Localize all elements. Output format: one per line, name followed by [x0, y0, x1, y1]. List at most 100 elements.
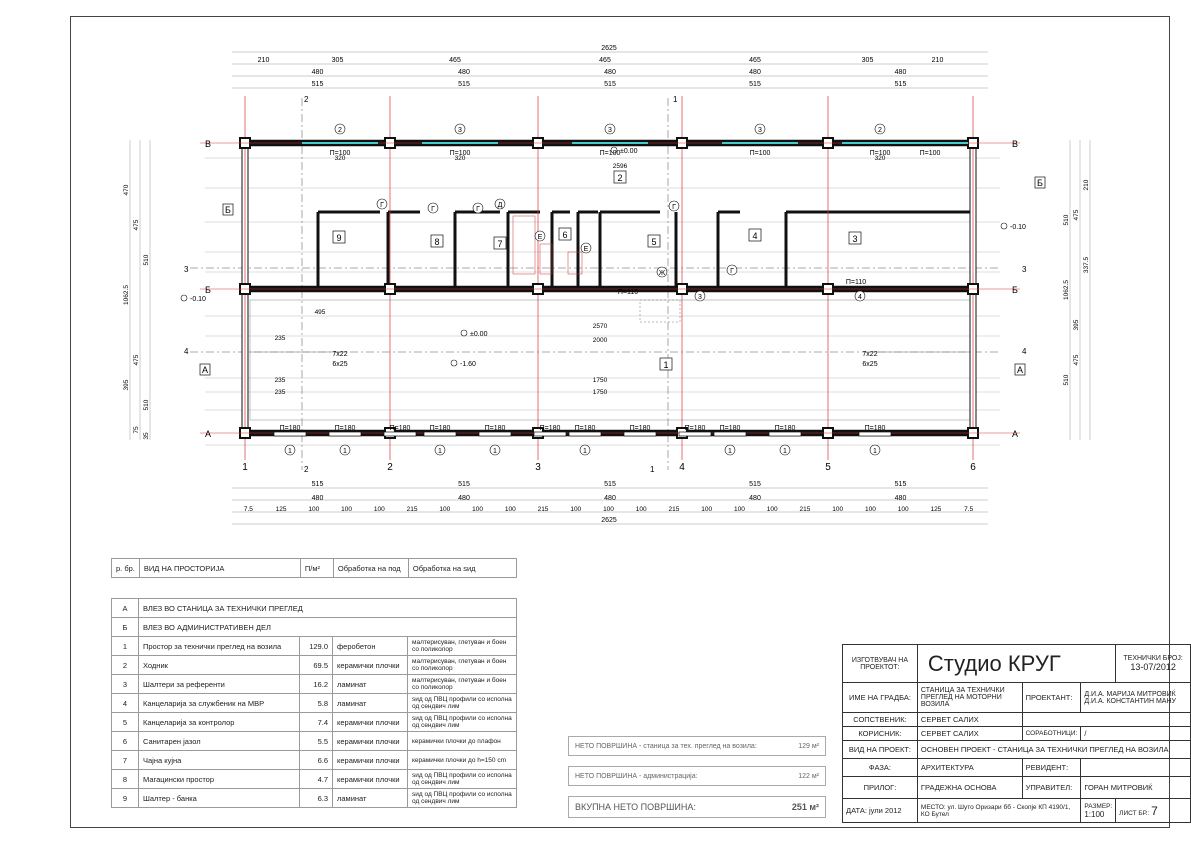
door-mark-circle — [534, 230, 546, 242]
window-mark-circle — [339, 444, 351, 456]
room-floor: керамички плочки — [332, 750, 408, 770]
door-mark-circle — [668, 200, 680, 212]
room-wall: ѕид од ПВЦ профили со исполна од сендвич… — [407, 769, 517, 789]
dimension-label: 100 — [308, 506, 319, 513]
net-area-inspection: НЕТО ПОВРШИНА - станица за тех. преглед … — [568, 736, 826, 756]
header-no: р. бр. — [111, 558, 140, 578]
dimension-label: 480 — [312, 495, 324, 502]
dimension-label: 515 — [604, 481, 616, 488]
grid-row-label: Б — [1012, 285, 1018, 295]
section-id: Б — [111, 617, 139, 637]
room-no: 4 — [111, 693, 139, 713]
dimension-label: 235 — [275, 335, 286, 342]
project-type-label: ВИД НА ПРОЕКТ: — [842, 740, 918, 759]
dimension-label: 100 — [374, 506, 385, 513]
tech-no: 13-07/2012 — [1130, 662, 1176, 672]
room-no: 8 — [111, 769, 139, 789]
dimension-label: 100 — [832, 506, 843, 513]
view-mark: Б — [225, 205, 231, 215]
room-floor: керамички плочки — [332, 712, 408, 732]
window-mark: 1 — [783, 448, 787, 455]
view-mark: Б — [1037, 178, 1043, 188]
window-mark-circle — [604, 123, 616, 135]
door-mark: Ж — [659, 270, 666, 277]
dimension-label: 320 — [875, 155, 886, 162]
room-wall: ѕид од ПВЦ профили со исполна од сендвич… — [407, 693, 517, 713]
dimension-label: 480 — [895, 69, 907, 76]
dimension-label: 210 — [932, 57, 944, 64]
dimension-label: 475 — [133, 219, 140, 230]
level-label: ±0.00 — [470, 331, 488, 338]
room-number: 8 — [434, 237, 439, 247]
dimension-total: 2625 — [601, 517, 617, 524]
dimension-label: 2570 — [593, 323, 608, 330]
window-mark: 1 — [438, 448, 442, 455]
dimension-label: 465 — [749, 57, 761, 64]
dimension-label: 100 — [570, 506, 581, 513]
dimension-label: 215 — [669, 506, 680, 513]
window-opening — [623, 431, 657, 437]
grid-col-label: 3 — [535, 462, 541, 473]
window-label: П=180 — [685, 425, 706, 432]
title-block: ИЗГОТВУВАЧ НА ПРОЕКТОТ: Студио КРУГ ТЕХН… — [842, 644, 1191, 823]
door-mark-circle — [656, 266, 668, 278]
room-floor: феробетон — [332, 636, 408, 656]
reviser-label: РЕВИДЕНТ: — [1021, 758, 1082, 777]
window-mark: 3 — [608, 127, 612, 134]
window-label: П=100 — [750, 150, 771, 157]
door-mark-circle — [494, 198, 506, 210]
dimension-label: 480 — [749, 69, 761, 76]
dimension-label: 100 — [898, 506, 909, 513]
door-mark-circle — [580, 242, 592, 254]
room-area: 5.8 — [299, 693, 333, 713]
dimension-label: 515 — [895, 81, 907, 88]
level-label: -1.60 — [460, 361, 476, 368]
net-area-admin-label: НЕТО ПОВРШИНА - администрација: — [575, 772, 698, 780]
room-number-box — [332, 230, 346, 244]
section-mark: 1 — [673, 95, 678, 104]
room-area: 6.6 — [299, 750, 333, 770]
dimension-label: 125 — [930, 506, 941, 513]
window-label: П=180 — [485, 425, 506, 432]
room-name: Санитарен јазол — [138, 731, 300, 751]
window-label: П=180 — [280, 425, 301, 432]
stair-label: 6x25 — [332, 361, 347, 368]
room-name: Магацински простор — [138, 769, 300, 789]
room-name: Простор за технички преглед на возила — [138, 636, 300, 656]
dimension-label: 480 — [312, 69, 324, 76]
dimension-total: 2625 — [601, 45, 617, 52]
room-wall: малтерисуван, глетуван и боен со поликол… — [407, 674, 517, 694]
window-mark: 1 — [288, 448, 292, 455]
dimension-label: 235 — [275, 389, 286, 396]
window-label: П=180 — [775, 425, 796, 432]
stair-label: 7x22 — [332, 351, 347, 358]
level-label: -0.10 — [1010, 224, 1026, 231]
stair-label: 6x25 — [862, 361, 877, 368]
dimension-label: 2596 — [613, 163, 628, 170]
grid-col-label: 2 — [387, 462, 393, 473]
section-mark: 4 — [1022, 347, 1027, 356]
window-mark-circle — [434, 444, 446, 456]
window-mark-circle — [874, 123, 886, 135]
room-number-box — [659, 357, 673, 371]
window-opening — [533, 431, 567, 437]
section-mark: 2 — [304, 465, 309, 474]
dimension-label: 515 — [312, 81, 324, 88]
dimension-label: 35 — [143, 432, 150, 440]
dimension-label: 305 — [332, 57, 344, 64]
level-marker — [180, 294, 188, 302]
room-name: Шалтери за референти — [138, 674, 300, 694]
grid-row-label: В — [1012, 139, 1018, 149]
view-mark: А — [1017, 365, 1023, 375]
dimension-label: 215 — [538, 506, 549, 513]
room-table-header: р. бр. ВИД НА ПРОСТОРИЈА П/м² Обработка … — [111, 558, 518, 578]
dimension-label: 395 — [1073, 319, 1080, 330]
room-wall: малтерисуван, глетуван и боен со поликол… — [407, 655, 517, 675]
window-mark: 2 — [338, 127, 342, 134]
dimension-label: 100 — [701, 506, 712, 513]
dimension-label: 480 — [749, 495, 761, 502]
